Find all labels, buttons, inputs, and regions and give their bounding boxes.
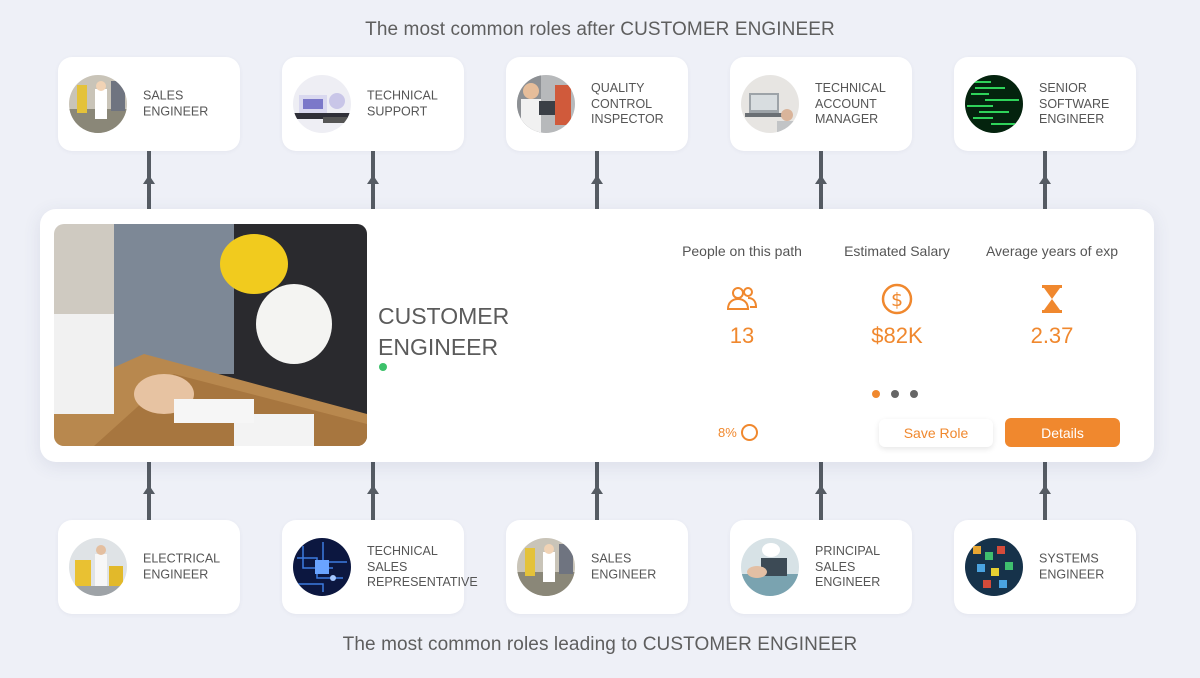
role-label: TECHNICAL SALES REPRESENTATIVE: [367, 543, 478, 589]
arrow-up-icon: [591, 485, 603, 494]
carousel-dot-1[interactable]: [872, 390, 880, 398]
role-label: TECHNICAL ACCOUNT MANAGER: [815, 80, 886, 126]
role-card-sales-engineer-2[interactable]: SALES ENGINEER: [506, 520, 688, 614]
current-role-photo: [54, 224, 367, 446]
role-card-senior-software-engineer[interactable]: SENIOR SOFTWARE ENGINEER: [954, 57, 1136, 151]
role-label: QUALITY CONTROL INSPECTOR: [591, 80, 664, 126]
carousel-dot-2[interactable]: [891, 390, 899, 398]
role-photo: [965, 538, 1023, 596]
arrow-up-icon: [815, 485, 827, 494]
carousel-dots: [872, 390, 918, 398]
role-label: SALES ENGINEER: [591, 551, 657, 582]
progress-ring-icon: [740, 424, 758, 441]
role-label: TECHNICAL SUPPORT: [367, 88, 438, 119]
arrow-up-icon: [815, 175, 827, 184]
role-photo: [69, 75, 127, 133]
role-card-technical-support[interactable]: TECHNICAL SUPPORT: [282, 57, 464, 151]
role-label: SALES ENGINEER: [143, 88, 209, 119]
role-card-sales-engineer[interactable]: SALES ENGINEER: [58, 57, 240, 151]
role-card-technical-sales-representative[interactable]: TECHNICAL SALES REPRESENTATIVE: [282, 520, 478, 614]
match-percent-value: 8%: [718, 425, 737, 440]
stat-value: $82K: [871, 323, 923, 348]
stat-label: Average years of exp: [985, 243, 1119, 259]
stat-salary: Estimated Salary $ $82K: [817, 243, 977, 349]
role-photo: [741, 75, 799, 133]
stat-experience: Average years of exp 2.37: [972, 243, 1132, 349]
role-photo: [741, 538, 799, 596]
dollar-circle-icon: $: [881, 283, 913, 315]
role-photo: [69, 538, 127, 596]
stat-value: 13: [729, 323, 755, 348]
role-card-systems-engineer[interactable]: SYSTEMS ENGINEER: [954, 520, 1136, 614]
role-label: SENIOR SOFTWARE ENGINEER: [1039, 80, 1110, 126]
role-card-principal-sales-engineer[interactable]: PRINCIPAL SALES ENGINEER: [730, 520, 912, 614]
arrow-up-icon: [1039, 485, 1051, 494]
arrow-up-icon: [143, 175, 155, 184]
svg-text:$: $: [891, 289, 903, 311]
role-photo: [517, 75, 575, 133]
role-label: ELECTRICAL ENGINEER: [143, 551, 221, 582]
hourglass-icon: [1042, 285, 1062, 313]
arrow-up-icon: [367, 175, 379, 184]
save-role-button[interactable]: Save Role: [879, 419, 993, 447]
arrow-up-icon: [1039, 175, 1051, 184]
stat-people: People on this path 13: [662, 243, 822, 349]
stat-label: People on this path: [682, 243, 802, 259]
stat-label: Estimated Salary: [844, 243, 950, 259]
role-label: SYSTEMS ENGINEER: [1039, 551, 1105, 582]
role-card-electrical-engineer[interactable]: ELECTRICAL ENGINEER: [58, 520, 240, 614]
current-role-card: CUSTOMER ENGINEER People on this path 13…: [40, 209, 1154, 462]
arrow-up-icon: [591, 175, 603, 184]
roles-after-heading: The most common roles after CUSTOMER ENG…: [365, 19, 835, 40]
role-label: PRINCIPAL SALES ENGINEER: [815, 543, 881, 589]
match-percent: 8%: [718, 424, 758, 441]
current-role-title: CUSTOMER ENGINEER: [378, 303, 510, 360]
role-card-quality-control-inspector[interactable]: QUALITY CONTROL INSPECTOR: [506, 57, 688, 151]
status-dot: [379, 363, 387, 371]
role-photo: [517, 538, 575, 596]
arrow-up-icon: [143, 485, 155, 494]
details-button[interactable]: Details: [1005, 418, 1120, 447]
stat-value: 2.37: [1030, 323, 1074, 348]
people-icon: [726, 287, 758, 310]
role-photo: [293, 538, 351, 596]
role-photo: [293, 75, 351, 133]
role-photo: [965, 75, 1023, 133]
roles-leading-heading: The most common roles leading to CUSTOME…: [342, 634, 858, 655]
carousel-dot-3[interactable]: [910, 390, 918, 398]
role-card-technical-account-manager[interactable]: TECHNICAL ACCOUNT MANAGER: [730, 57, 912, 151]
arrow-up-icon: [367, 485, 379, 494]
